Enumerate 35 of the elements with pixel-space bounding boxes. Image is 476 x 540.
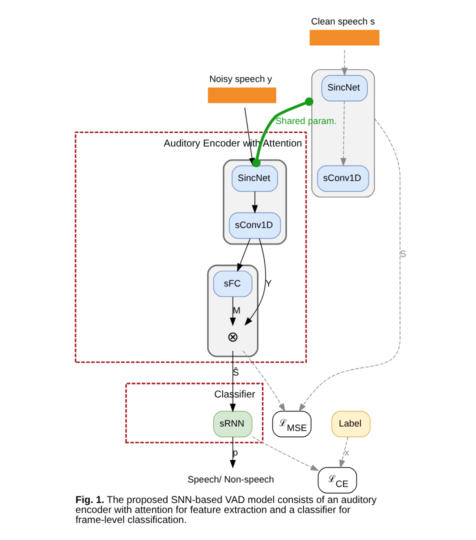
arrow xyxy=(236,238,250,272)
node-box: sFC xyxy=(212,270,252,298)
edge-label: p xyxy=(232,448,238,458)
caption: Fig. 1. The proposed SNN-based VAD model consists of an auditory encoder with attention for feature extraction and a classifier for frame-level classification. xyxy=(75,495,376,526)
arrow xyxy=(229,436,236,469)
node-text: Speech/ Non-speech xyxy=(187,474,274,485)
node-box: SincNet xyxy=(231,165,278,192)
arrow xyxy=(242,350,285,412)
arrow xyxy=(229,350,236,412)
edge-label: S xyxy=(400,249,406,260)
node-box: Label xyxy=(330,410,370,438)
node-box xyxy=(207,87,276,104)
node-box: SincNet xyxy=(320,75,368,102)
node-box: sConv1D xyxy=(228,212,280,239)
cluster xyxy=(310,69,374,198)
node-box: sRNN xyxy=(212,410,252,438)
edge-label: x xyxy=(344,448,349,458)
connector xyxy=(252,97,313,168)
node-label: Clean speech s xyxy=(310,16,374,26)
arrow xyxy=(340,100,346,167)
cluster xyxy=(206,264,258,358)
arrow xyxy=(341,50,348,76)
arrow xyxy=(251,191,258,214)
node-box xyxy=(309,30,379,46)
arrow xyxy=(251,436,319,471)
arrow xyxy=(338,436,348,468)
arrow xyxy=(298,118,400,412)
node-label: Noisy speech y xyxy=(208,74,272,84)
arrow xyxy=(244,238,266,326)
edge-label: Y xyxy=(265,278,272,288)
node-text: ⊗ xyxy=(226,330,238,346)
edge-label: Ŝ xyxy=(232,367,238,378)
arrow xyxy=(229,296,236,326)
node-box: sConv1D xyxy=(316,165,369,192)
edge-label: M xyxy=(232,305,240,316)
